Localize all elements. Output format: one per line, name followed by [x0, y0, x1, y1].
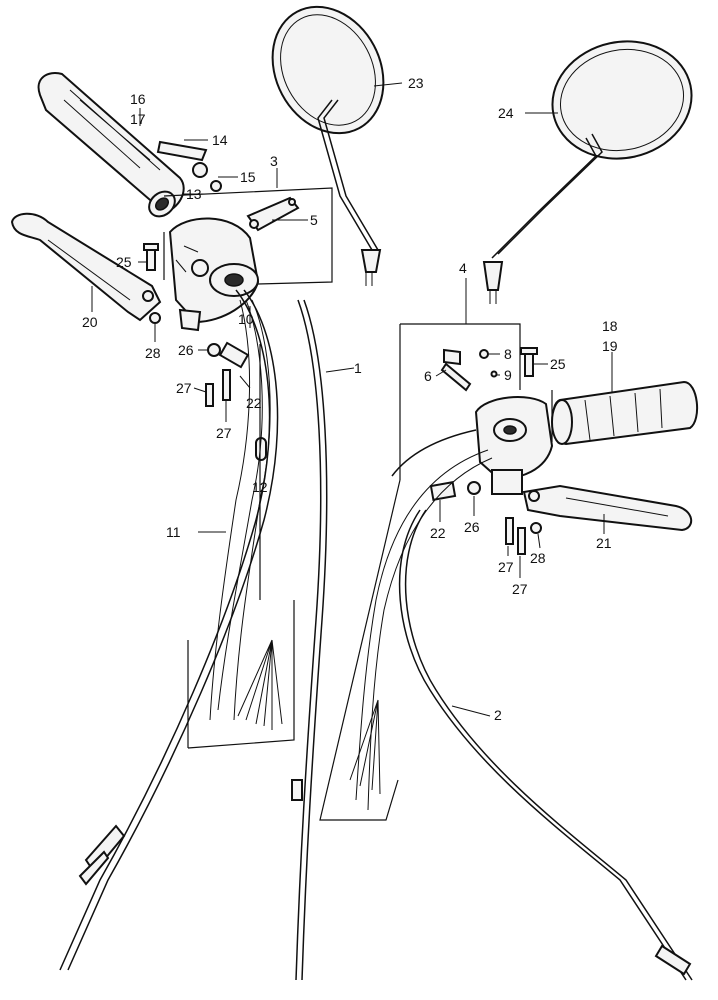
group-box-right-switch: [399, 323, 553, 480]
cables: [59, 289, 693, 981]
callout-25-left: 25: [116, 254, 132, 270]
callout-27-left-b: 27: [216, 425, 232, 441]
callout-26-left: 26: [178, 342, 194, 358]
callout-28-right: 28: [530, 550, 546, 566]
callout-10: 10: [238, 311, 254, 327]
callout-2: 2: [494, 707, 502, 723]
callout-12: 12: [252, 479, 268, 495]
callout-1: 1: [354, 360, 362, 376]
group-box-right-harness: [319, 479, 401, 821]
callout-17: 17: [130, 111, 146, 127]
callout-15: 15: [240, 169, 256, 185]
callout-27-right-a: 27: [498, 559, 514, 575]
left-switch-housing: [168, 217, 260, 332]
right-brake-lever: [522, 484, 692, 532]
callout-14: 14: [212, 132, 228, 148]
callout-4: 4: [459, 260, 467, 276]
callout-27-right-b: 27: [512, 581, 528, 597]
callout-18: 18: [602, 318, 618, 334]
callout-8: 8: [504, 346, 512, 362]
callout-6: 6: [424, 368, 432, 384]
group-box-left-switch: [163, 187, 333, 285]
callout-9: 9: [504, 367, 512, 383]
callout-16: 16: [130, 91, 146, 107]
callout-26-right: 26: [464, 519, 480, 535]
callout-19: 19: [602, 338, 618, 354]
left-clutch-lever: [10, 212, 162, 322]
callout-21: 21: [596, 535, 612, 551]
callout-22-right: 22: [430, 525, 446, 541]
callout-28-left: 28: [145, 345, 161, 361]
callout-27-left-a: 27: [176, 380, 192, 396]
left-mirror: [271, 5, 385, 286]
callout-13: 13: [186, 186, 202, 202]
right-grip: [551, 380, 699, 446]
callout-11: 11: [166, 524, 181, 540]
callout-22-left: 22: [246, 395, 262, 411]
left-hardware: [143, 140, 300, 461]
callout-24: 24: [498, 105, 514, 121]
leader-lines: [91, 82, 613, 717]
callout-labels: 1 2 3 4 5 6 8 9 10 11 12 13 14 15 16 17 …: [82, 75, 618, 723]
callout-20: 20: [82, 314, 98, 330]
callout-5: 5: [310, 212, 318, 228]
callout-25-right: 25: [550, 356, 566, 372]
right-switch-housing: [391, 396, 554, 495]
callout-23: 23: [408, 75, 424, 91]
right-mirror: [482, 40, 693, 304]
callout-3: 3: [270, 153, 278, 169]
